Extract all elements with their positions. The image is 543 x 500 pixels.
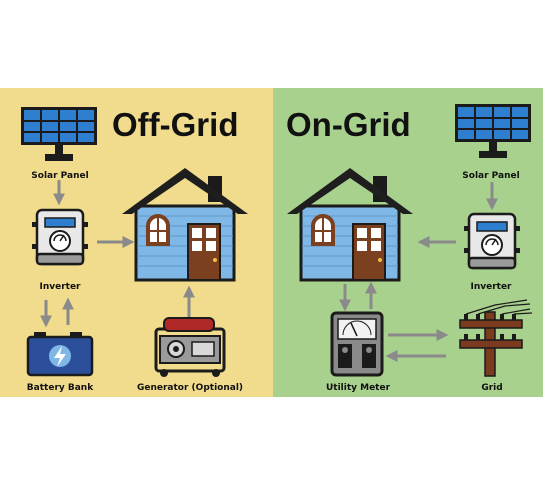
off-grid-title: Off-Grid (112, 106, 239, 143)
off-grid-inverter-label: Inverter (39, 282, 81, 292)
inverter-icon (30, 208, 90, 266)
solar-panel-icon (21, 107, 97, 161)
house-icon (120, 166, 250, 282)
off-grid-generator-label: Generator (Optional) (136, 383, 244, 393)
battery-icon (26, 332, 94, 377)
generator-icon (154, 317, 226, 377)
on-grid-title: On-Grid (286, 106, 411, 143)
on-grid-grid-label: Grid (481, 383, 503, 393)
on-grid-utility-meter-label: Utility Meter (325, 383, 391, 393)
on-grid-solar-panel-label: Solar Panel (462, 171, 520, 181)
utility-pole-icon (459, 299, 533, 377)
solar-panel-icon-on-grid (455, 104, 531, 158)
utility-meter-icon (330, 311, 384, 377)
off-grid-battery-bank-label: Battery Bank (26, 383, 94, 393)
on-grid-inverter-label: Inverter (470, 282, 512, 292)
house-icon-on-grid (285, 166, 415, 282)
off-grid-solar-panel-label: Solar Panel (31, 171, 89, 181)
inverter-icon-on-grid (462, 212, 522, 270)
